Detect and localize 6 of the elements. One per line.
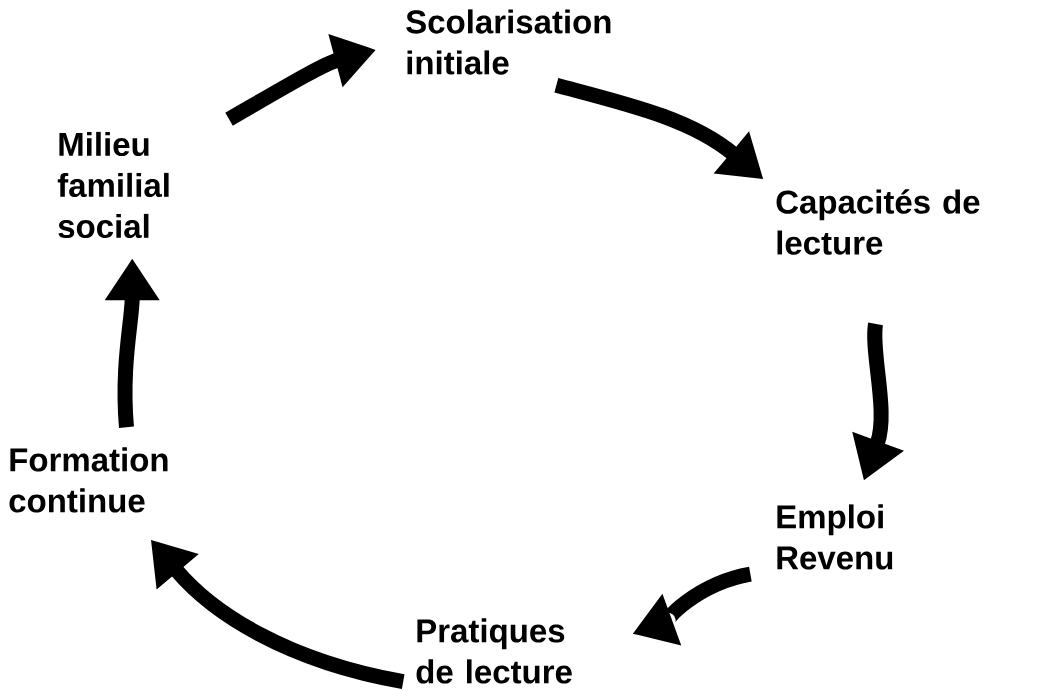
- stage-label: Milieu familial social: [57, 131, 169, 239]
- stage-label: Formation continue: [9, 447, 168, 513]
- stage-label: Emploi Revenu: [777, 504, 893, 570]
- stage-label: Pratiques de lecture: [416, 618, 572, 684]
- stage-label: Scolarisation initiale: [406, 9, 611, 75]
- stage-label: Capacités de lecture: [776, 189, 980, 255]
